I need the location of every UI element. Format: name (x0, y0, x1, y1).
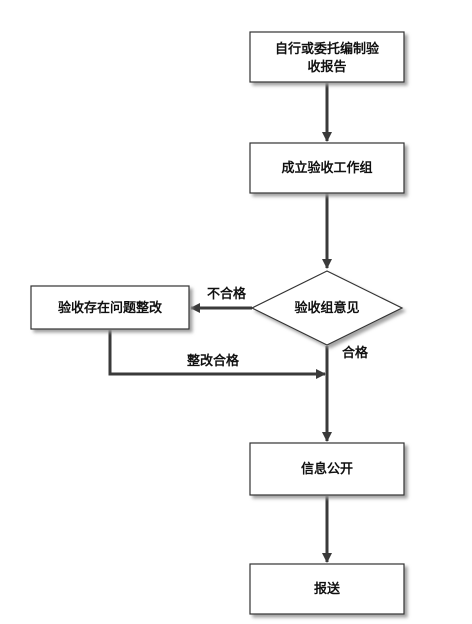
node-decision: 验收组意见 (250, 270, 404, 346)
node-submit-label: 报送 (314, 581, 341, 597)
node-compile-report-box (249, 31, 405, 83)
node-compile-report-line2: 收报告 (307, 59, 346, 75)
node-decision-label: 验收组意见 (294, 300, 359, 316)
edge-label-pass: 合格 (342, 345, 369, 361)
edge-label-fail: 不合格 (207, 286, 247, 302)
edge-label-rectified: 整改合格 (186, 353, 240, 369)
node-publish-box (249, 442, 405, 496)
node-rectify: 验收存在问题整改 (30, 285, 190, 330)
node-compile-report-line1: 自行或委托编制验 (275, 41, 380, 57)
arrow-rectify-back-to-main (108, 330, 326, 379)
node-form-group: 成立验收工作组 (249, 142, 405, 194)
node-publish-label: 信息公开 (301, 461, 353, 477)
node-submit-box (249, 563, 405, 615)
node-publish: 信息公开 (249, 442, 405, 496)
node-form-group-box (249, 142, 405, 194)
node-rectify-label: 验收存在问题整改 (58, 300, 163, 316)
connectors (108, 83, 332, 563)
node-rectify-box (30, 285, 190, 330)
node-decision-diamond (250, 270, 404, 346)
node-compile-report: 自行或委托编制验 收报告 (249, 31, 405, 83)
node-form-group-label: 成立验收工作组 (281, 160, 372, 176)
node-submit: 报送 (249, 563, 405, 615)
